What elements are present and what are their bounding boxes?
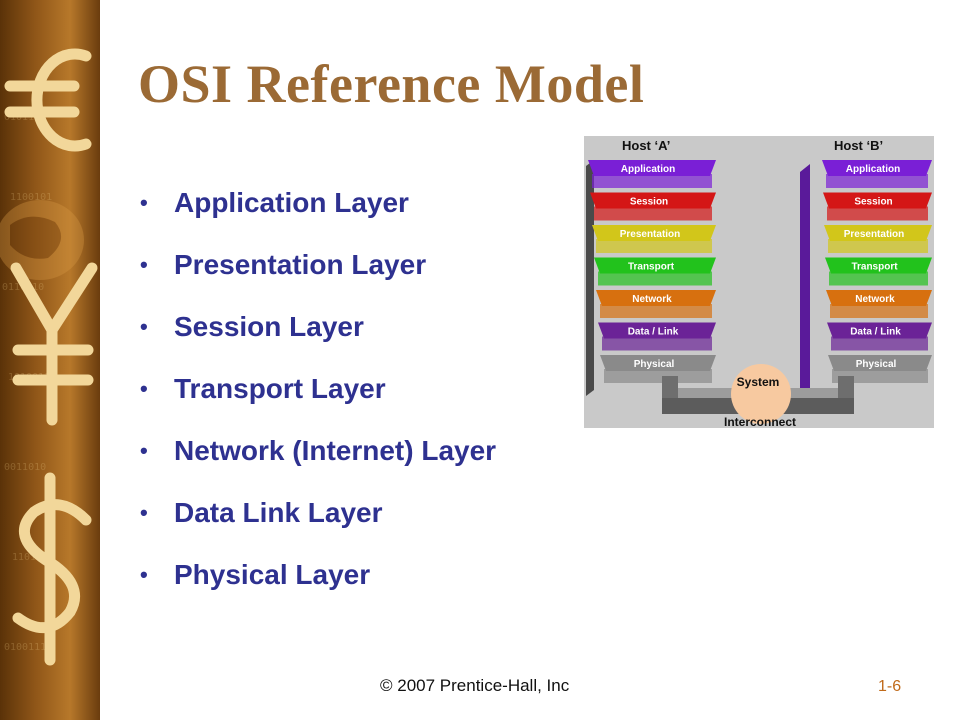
host-a-layer-3-label: Transport [628, 262, 675, 273]
bullet-icon: • [140, 252, 148, 277]
host-b-tower-side [800, 164, 810, 398]
host-a-layer-4-side [600, 304, 712, 318]
host-b-stack: ApplicationSessionPresentationTransportN… [822, 160, 932, 383]
host-b-layer-4-face [826, 290, 932, 306]
host-b-layer-1-label: Session [854, 197, 892, 208]
bullet-item: • Application Layer [140, 172, 496, 234]
host-b-layer-6-face [828, 355, 932, 371]
dollar-sign-icon [12, 472, 92, 666]
host-b-layer-3-side [829, 271, 928, 286]
host-b-layer-6-side [832, 369, 928, 383]
host-b-layer-5-label: Data / Link [850, 327, 901, 338]
bullet-text: Data Link Layer [174, 497, 383, 528]
host-a-layer-6-label: Physical [634, 359, 675, 370]
svg-text:0011010: 0011010 [4, 462, 46, 473]
yen-sign-icon [10, 262, 98, 426]
host-a-layer-4-face [596, 290, 716, 306]
bullet-item: • Presentation Layer [140, 234, 496, 296]
host-a-layer-1-side [594, 206, 712, 221]
host-a-layer-2-label: Presentation [620, 229, 681, 240]
host-b-layer-4-label: Network [855, 294, 895, 305]
system-node-icon [731, 364, 791, 424]
host-b-layer-3-label: Transport [851, 262, 898, 273]
bullet-item: • Physical Layer [140, 544, 496, 606]
host-a-tower-side [586, 160, 594, 396]
host-a-layer-5-face [598, 322, 716, 339]
osi-diagram-canvas: ApplicationSessionPresentationTransportN… [586, 138, 932, 428]
bullet-text: Network (Internet) Layer [174, 435, 497, 466]
host-b-layer-1-side [827, 206, 928, 221]
world-map-icon [0, 200, 84, 280]
interconnect-label: Interconnect [724, 415, 796, 428]
bullet-text: Transport Layer [174, 373, 386, 404]
bullet-item: • Transport Layer [140, 358, 496, 420]
slide-title: OSI Reference Model [138, 54, 645, 114]
host-b-layer-5-side [831, 336, 928, 351]
page-number: 1-6 [878, 678, 902, 695]
host-a-layer-5-label: Data / Link [628, 327, 679, 338]
bullet-icon: • [140, 562, 148, 587]
host-a-label: Host ‘A’ [622, 138, 670, 153]
bullet-icon: • [140, 190, 148, 215]
host-b-label: Host ‘B’ [834, 138, 883, 153]
host-b-layer-1-face [823, 192, 932, 209]
bullet-icon: • [140, 500, 148, 525]
host-a-layer-0-label: Application [621, 164, 675, 175]
host-a-layer-2-side [596, 239, 712, 253]
host-a-layer-3-face [594, 257, 716, 274]
host-a-layer-6-side [604, 369, 712, 383]
svg-text:0100111: 0100111 [4, 642, 46, 653]
bullet-text: Application Layer [174, 187, 409, 218]
host-b-layer-5-face [827, 322, 932, 339]
svg-text:1100101: 1100101 [10, 192, 52, 203]
host-b-layer-2-side [828, 239, 928, 253]
host-a-layer-1-label: Session [630, 197, 668, 208]
interconnect-left-riser [662, 376, 678, 398]
host-b-layer-0-side [826, 174, 928, 188]
bullet-icon: • [140, 438, 148, 463]
bullet-icon: • [140, 376, 148, 401]
host-a-layer-5-side [602, 336, 712, 351]
bullet-text: Presentation Layer [174, 249, 427, 280]
host-b-layer-2-label: Presentation [844, 229, 905, 240]
host-b-layer-4-side [830, 304, 928, 318]
bullet-text: Session Layer [174, 311, 364, 342]
interconnect-right-riser [838, 376, 854, 398]
host-a-layer-0-face [588, 160, 716, 176]
svg-text:1101001: 1101001 [12, 552, 54, 563]
bullet-item: • Session Layer [140, 296, 496, 358]
host-b-layer-3-face [825, 257, 932, 274]
bullet-icon: • [140, 314, 148, 339]
host-a-layer-6-face [600, 355, 716, 371]
host-a-layer-3-side [598, 271, 712, 286]
footer-copyright: © 2007 Prentice-Hall, Inc [380, 676, 570, 695]
host-b-layer-6-label: Physical [856, 359, 897, 370]
euro-sign-icon [4, 48, 92, 152]
host-a-layer-4-label: Network [632, 294, 672, 305]
host-a-layer-1-face [590, 192, 716, 209]
bullet-item: • Data Link Layer [140, 482, 496, 544]
host-b-layer-0-face [822, 160, 932, 176]
host-a-layer-2-face [592, 225, 716, 241]
host-a-stack: ApplicationSessionPresentationTransportN… [588, 160, 716, 383]
host-b-layer-2-face [824, 225, 932, 241]
bullet-list: • Application Layer • Presentation Layer •… [140, 172, 496, 606]
host-b-layer-0-label: Application [846, 164, 900, 175]
bullet-text: Physical Layer [174, 559, 371, 590]
host-a-layer-0-side [592, 174, 712, 188]
bullet-item: • Network (Internet) Layer [140, 420, 496, 482]
system-label: System [737, 375, 780, 389]
